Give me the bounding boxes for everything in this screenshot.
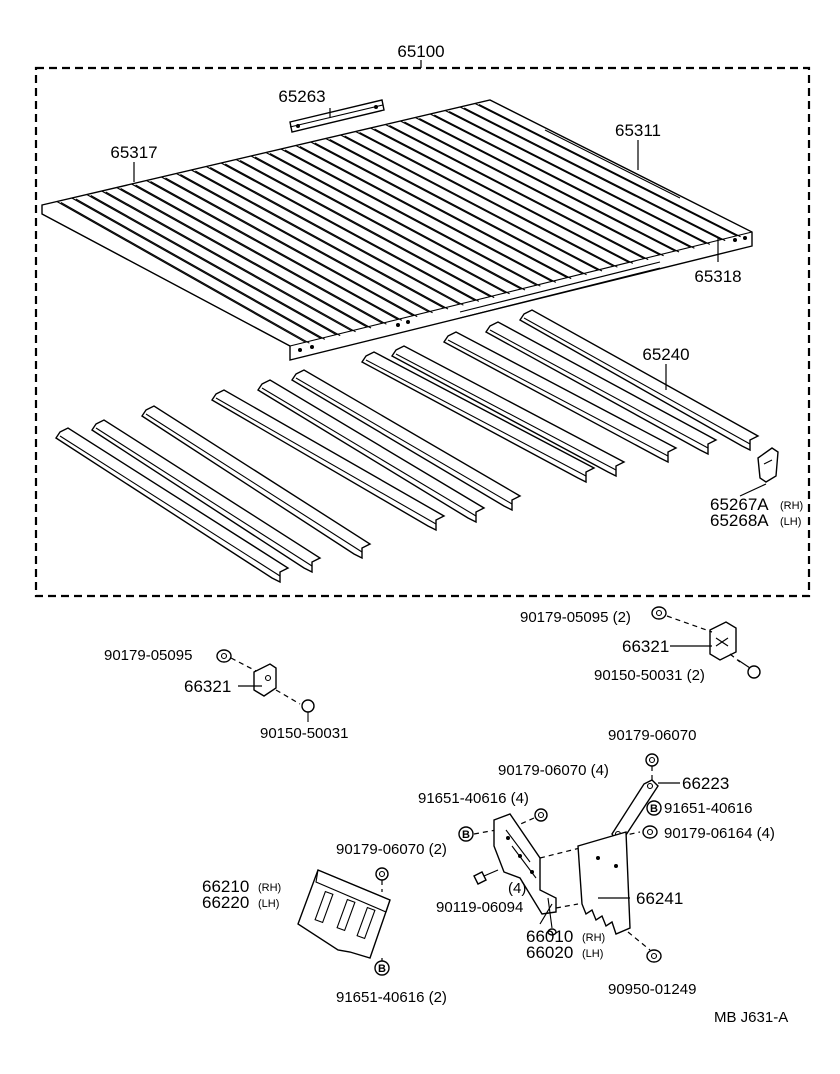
hinge-66010 — [493, 813, 557, 936]
label-91651-40616: 91651-40616 — [664, 800, 752, 817]
label-65318: 65318 — [694, 267, 741, 286]
label-90119-06094: 90119-06094 — [436, 899, 523, 916]
label-66010: 66010 — [526, 927, 573, 946]
leader-lines — [133, 108, 767, 925]
bolt-badge-91651-40616-2: B — [374, 960, 390, 976]
label-91651-40616-2: 91651-40616 (2) — [336, 989, 447, 1006]
nut-90179-06070-4 — [534, 808, 548, 822]
label-65268a: 65268A — [710, 511, 769, 530]
label-91651-40616-4: 91651-40616 (4) — [418, 790, 529, 807]
bed-floor-panel — [41, 99, 753, 361]
label-90179-05095: 90179-05095 — [104, 647, 192, 664]
label-65267a: 65267A — [710, 495, 769, 514]
bracket-65267a — [757, 447, 779, 483]
label-66020: 66020 — [526, 943, 573, 962]
label-65100: 65100 — [397, 42, 444, 61]
label-65268a-suffix: (LH) — [780, 516, 801, 528]
hinge-bracket-66321-right — [709, 621, 737, 661]
reference-code: MB J631-A — [714, 1009, 788, 1026]
bracket-66210 — [297, 869, 391, 959]
label-65240: 65240 — [642, 345, 689, 364]
hinge-bracket-66321-left — [253, 663, 277, 697]
bracket-65263 — [289, 99, 385, 133]
svg-text:B: B — [462, 829, 470, 841]
nut-90179-05095-right — [651, 606, 667, 620]
cross-sills — [55, 309, 760, 584]
label-66223: 66223 — [682, 774, 729, 793]
label-90150-50031: 90150-50031 — [260, 725, 348, 742]
label-65263: 65263 — [278, 87, 325, 106]
label-66321-right: 66321 — [622, 637, 669, 656]
label-90179-05095-2: 90179-05095 (2) — [520, 609, 631, 626]
label-65311: 65311 — [615, 121, 661, 140]
label-66210: 66210 — [202, 877, 249, 896]
bolt-badge-91651-40616: B — [646, 800, 662, 816]
label-66220: 66220 — [202, 893, 249, 912]
nut-90179-05095-left — [216, 649, 232, 663]
label-qty-4: (4) — [508, 880, 526, 897]
nut-90179-06164 — [642, 825, 658, 839]
nut-90179-06070-top — [645, 753, 659, 767]
label-66010-suffix: (RH) — [582, 932, 605, 944]
plate-66241 — [577, 831, 631, 935]
label-90179-06070-2: 90179-06070 (2) — [336, 841, 447, 858]
svg-text:B: B — [650, 803, 658, 815]
label-66321-left: 66321 — [184, 677, 231, 696]
label-90179-06164-4: 90179-06164 (4) — [664, 825, 775, 842]
label-90950-01249: 90950-01249 — [608, 981, 696, 998]
label-65267a-suffix: (RH) — [780, 500, 803, 512]
bolt-90150-50031-left — [301, 699, 315, 722]
label-90179-06070-top: 90179-06070 — [608, 727, 696, 744]
bolt-badge-91651-40616-4: B — [458, 826, 474, 842]
nut-90950-01249 — [646, 949, 662, 963]
bolt-90150-50031-right — [737, 659, 761, 679]
bolt-90119-06094 — [473, 869, 499, 885]
svg-text:B: B — [378, 963, 386, 975]
label-66020-suffix: (LH) — [582, 948, 603, 960]
label-65317: 65317 — [110, 143, 157, 162]
label-66220-suffix: (LH) — [258, 898, 279, 910]
label-66210-suffix: (RH) — [258, 882, 281, 894]
label-66241: 66241 — [636, 889, 683, 908]
label-90150-50031-2: 90150-50031 (2) — [594, 667, 705, 684]
nut-90179-06070-2 — [375, 867, 389, 881]
label-90179-06070-4: 90179-06070 (4) — [498, 762, 609, 779]
